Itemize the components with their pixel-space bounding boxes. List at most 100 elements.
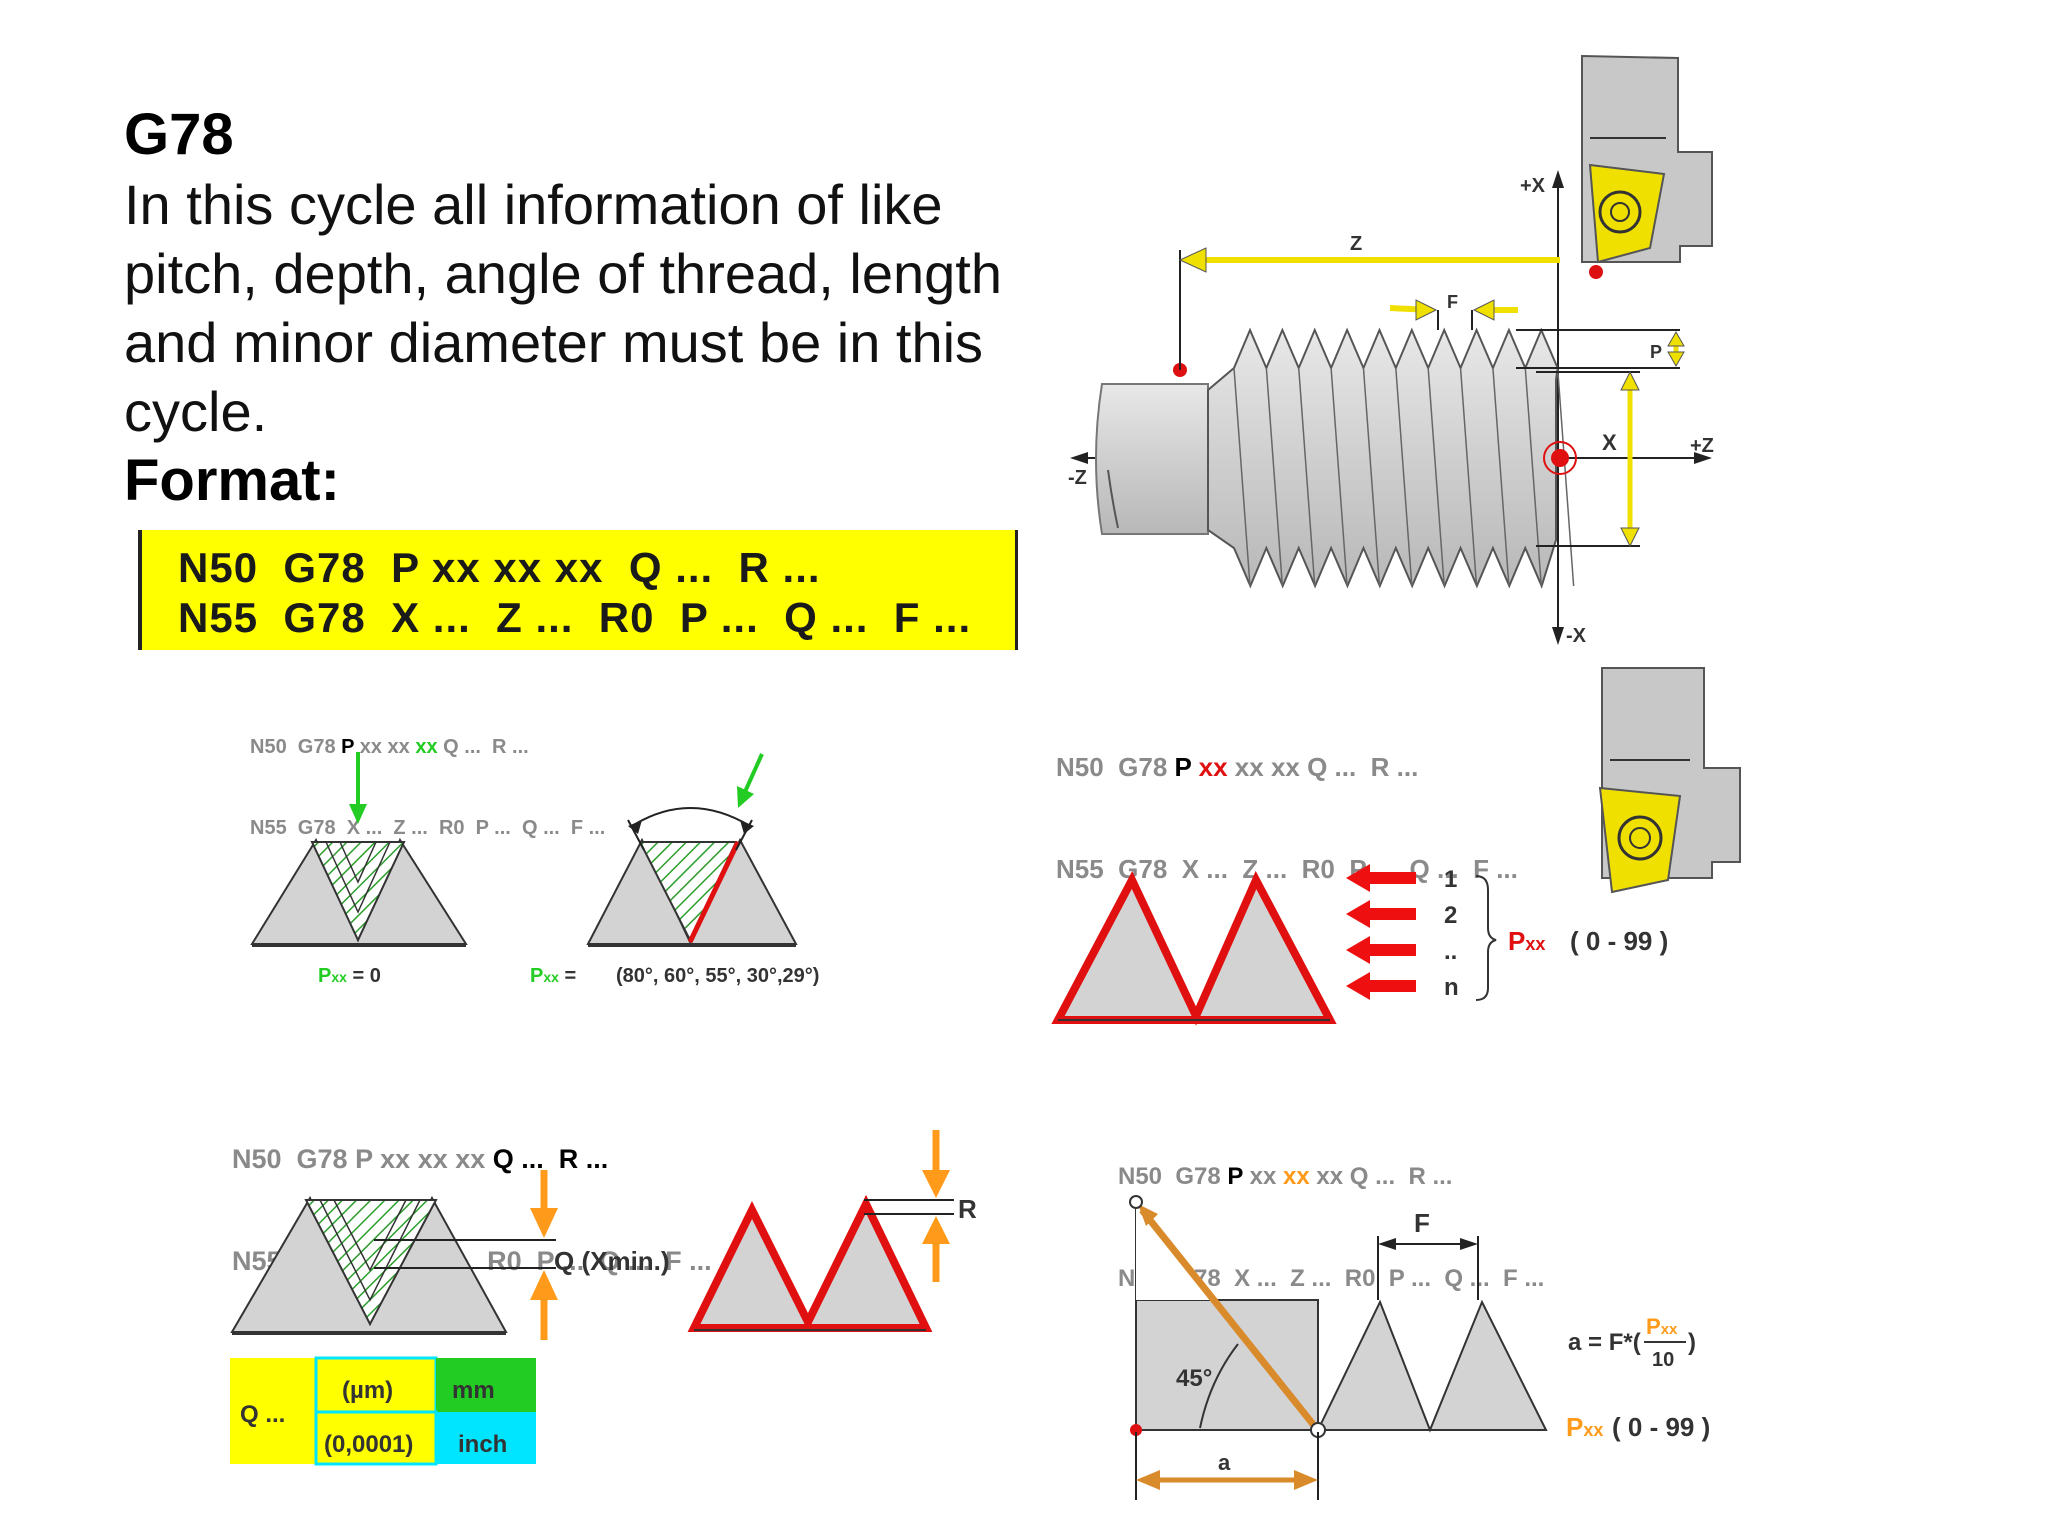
green-arrow-angled-head (737, 786, 754, 808)
snippet-angle-n50: N50 G78 (250, 736, 342, 758)
snippet-chamfer-xx3: xx (1316, 1163, 1344, 1190)
thread-helix-line (1265, 367, 1284, 587)
pxx-zero-value: = 0 (347, 965, 381, 987)
chamfer-range: ( 0 - 99 ) (1612, 1412, 1710, 1442)
passes-pxx-p: P (1508, 926, 1525, 956)
green-arrow-vertical-head (349, 804, 367, 824)
lathe-diagram: +X -X +Z -Z Z F P X (1068, 54, 1714, 647)
unit-table-mm-cell (436, 1358, 536, 1412)
snippet-angle: N50 G78 P xx xx xx Q ... R ... N55 G78 X… (250, 680, 605, 869)
f-dim-chamfer-head-left (1378, 1238, 1396, 1250)
z-axis-arrow-left (1070, 452, 1088, 464)
depth-cut-zone (304, 1199, 438, 1327)
pass-label: n (1444, 974, 1459, 1001)
pxx-zero-p: P (318, 965, 331, 987)
label-minus-x: -X (1566, 625, 1587, 647)
insert-screw-top-inner (1610, 202, 1630, 222)
pxx-zero-label: Pxx = 0 (318, 965, 381, 987)
depth-cut-zone-inner-1 (319, 1199, 421, 1302)
snippet-depth-p: P (355, 1144, 373, 1174)
pxx-angle-eq: = (559, 965, 576, 987)
thread-body (1207, 327, 1559, 589)
chamfer-f-label: F (1414, 1208, 1430, 1238)
pxx-angle-sub: xx (543, 969, 559, 985)
format-box: N50 G78 P xx xx xx Q ... R ... N55 G78 X… (138, 530, 1018, 650)
depth-panel: Q (Xmin.) R Q ... (µm) mm (0,0001) inch (230, 1130, 977, 1466)
chamfer-start-point (1130, 1424, 1142, 1436)
chamfer-angle-label: 45° (1176, 1365, 1212, 1392)
shaft-end-curve (1107, 469, 1119, 529)
unit-um: (µm) (342, 1377, 393, 1404)
page-title: G78 (124, 102, 234, 167)
x-axis-arrow-down (1552, 627, 1564, 645)
r-arrow-down-head (922, 1170, 950, 1198)
snippet-chamfer-p: P (1227, 1163, 1243, 1190)
chamfer-line (1139, 1207, 1319, 1431)
snippet-angle-n55: N55 G78 X ... Z ... R0 P ... Q ... F ... (250, 817, 606, 839)
pass-arrows: 12..n (1346, 864, 1459, 1001)
label-plus-z: +Z (1690, 435, 1714, 457)
pass-brace (1475, 875, 1497, 1001)
z-arrow-head (1178, 247, 1207, 273)
format-line-1: N50 G78 P xx xx xx Q ... R ... (178, 544, 821, 591)
pass-arrow (1346, 936, 1416, 964)
f-dim-chamfer-head-right (1460, 1238, 1478, 1250)
pass-arrow (1346, 900, 1416, 928)
a-arrow-head-left (1136, 1470, 1160, 1490)
snippet-depth-n50: N50 G78 (232, 1144, 356, 1174)
formula-num-sub: xx (1661, 1321, 1678, 1338)
shaft-end (1095, 383, 1209, 535)
label-f: F (1447, 292, 1458, 312)
formula-numerator: Pxx (1646, 1314, 1678, 1339)
formula-lhs: a = F*( (1568, 1329, 1641, 1356)
unit-q: Q ... (240, 1401, 285, 1428)
q-label: Q (Xmin.) (554, 1246, 670, 1276)
angle-panel: Pxx = 0 Pxx = (80°, 60°, 55°, 30°,29°) (250, 752, 819, 987)
snippet-chamfer-rest: Q ... R ... (1343, 1163, 1453, 1190)
insert-screw-lower (1617, 815, 1663, 861)
unit-table-q-cell (230, 1358, 316, 1464)
cut-zone-left (310, 841, 406, 943)
cycle-description: In this cycle all information of like pi… (124, 173, 1002, 443)
cut-zone-left-inner-2 (339, 841, 377, 884)
label-minus-z: -Z (1068, 467, 1087, 489)
passes-range: ( 0 - 99 ) (1570, 926, 1668, 956)
z-axis-arrow-right (1694, 452, 1712, 464)
pass-label: .. (1444, 938, 1457, 965)
unit-inch: inch (458, 1431, 507, 1458)
thread-helix-line (1330, 367, 1348, 587)
x-arrow-head-up (1620, 370, 1640, 391)
unit-inch-unit: (0,0001) (324, 1431, 413, 1458)
thread-helix-line (1362, 367, 1381, 587)
chamfer-angle-arc (1199, 1343, 1239, 1429)
angle-values: (80°, 60°, 55°, 30°,29°) (616, 965, 819, 987)
formula-rhs: ) (1688, 1329, 1696, 1356)
insert-screw-top (1598, 190, 1642, 234)
formula-denominator: 10 (1652, 1349, 1674, 1371)
thread-helix-line (1233, 367, 1251, 587)
target-circle (1543, 441, 1577, 475)
label-plus-x: +X (1520, 175, 1546, 197)
flank-red (687, 840, 741, 944)
snippet-passes-p: P (1174, 752, 1192, 782)
snippet-chamfer-xx2: xx (1283, 1163, 1310, 1190)
thread-helix-line (1297, 367, 1316, 587)
pass-arrow (1346, 864, 1416, 892)
unit-table-inch-cell (436, 1412, 536, 1464)
pass-label: 1 (1444, 866, 1457, 893)
angle-arc (631, 807, 751, 827)
snippet-depth-xx3: xx (455, 1144, 486, 1174)
format-heading: Format: (124, 448, 340, 513)
insert-screw-lower-inner (1629, 827, 1651, 849)
p-arrow-head-down (1667, 351, 1685, 368)
label-p: P (1650, 342, 1662, 362)
snippet-passes-xx1: xx (1198, 752, 1228, 782)
chamfer-thread-profile (1316, 1299, 1548, 1433)
thread-helix-line (1524, 367, 1543, 587)
thread-helix-line (1395, 367, 1413, 587)
snippet-passes-xx3: xx (1270, 752, 1300, 782)
depth-cut-zone-inner-2 (333, 1199, 407, 1272)
f-arrow-right-head (1472, 299, 1495, 321)
chamfer-top-point (1129, 1195, 1143, 1209)
chamfer-pxx-p: P (1566, 1412, 1583, 1442)
